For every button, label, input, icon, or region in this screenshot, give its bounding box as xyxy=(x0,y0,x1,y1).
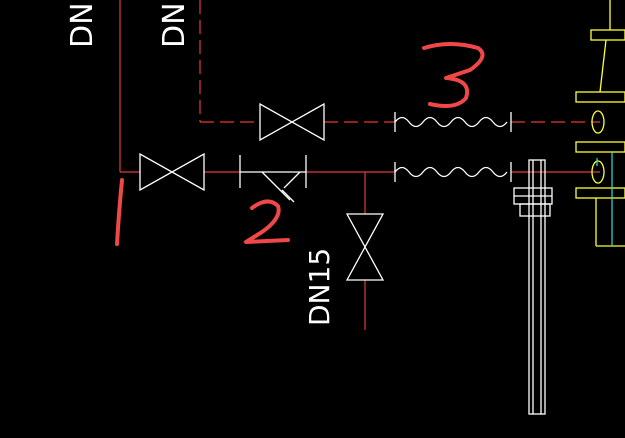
bellows-upper-icon xyxy=(394,112,512,132)
symbols xyxy=(139,102,553,415)
dn15-label: DN15 xyxy=(303,248,336,326)
gate-valve-1-icon xyxy=(139,152,205,192)
pipe-lines xyxy=(119,0,600,330)
gate-valve-dn15-icon xyxy=(345,213,385,281)
annotations xyxy=(115,42,485,246)
strainer-2-icon xyxy=(239,155,307,203)
dn-label-top-left: DN1 xyxy=(65,0,100,48)
annotation-two-glyph xyxy=(244,199,290,244)
equipment-right xyxy=(575,0,625,247)
support-base-plate xyxy=(519,203,551,217)
dn-label-top-mid: DN1 xyxy=(157,0,192,48)
aux-lines xyxy=(596,152,613,246)
flange-top xyxy=(590,29,625,41)
nozzle-upper-icon xyxy=(591,110,605,134)
equipment-diagonal xyxy=(599,39,607,93)
nozzle-lower-icon xyxy=(591,160,605,184)
annotation-three-glyph xyxy=(422,42,485,108)
gate-valve-upper-icon xyxy=(259,102,325,142)
annotation-one-glyph xyxy=(115,178,124,246)
bellows-lower-icon xyxy=(394,162,512,182)
flange-low xyxy=(575,141,625,153)
flange-bottom xyxy=(575,187,625,199)
support-column-outer xyxy=(528,159,546,415)
